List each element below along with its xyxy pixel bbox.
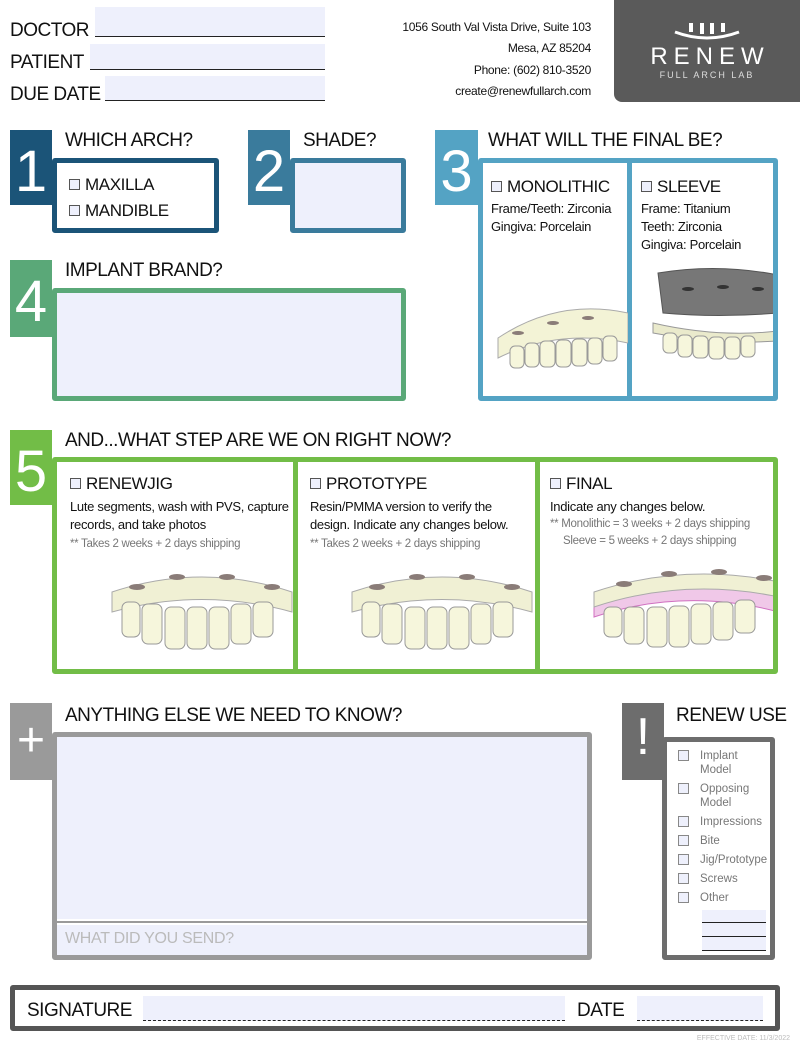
section-number: 3 <box>435 130 478 205</box>
prototype-label: PROTOTYPE <box>326 474 427 493</box>
final-checkbox[interactable]: FINAL <box>550 474 773 494</box>
step-prototype: PROTOTYPE Resin/PMMA version to verify t… <box>310 474 532 553</box>
step-box: RENEWJIG Lute segments, wash with PVS, c… <box>52 457 778 674</box>
due-date-field[interactable] <box>105 76 325 101</box>
patient-field[interactable] <box>90 44 325 70</box>
divider <box>535 462 540 669</box>
exclamation-icon: ! <box>622 703 664 780</box>
section-number: 1 <box>10 130 52 205</box>
step-desc: Indicate any changes below. <box>550 499 706 514</box>
step-note: ** Takes 2 weeks + 2 days shipping <box>310 538 481 550</box>
sleeve-label: SLEEVE <box>657 177 721 196</box>
divider <box>627 163 632 396</box>
prototype-checkbox[interactable]: PROTOTYPE <box>310 474 532 494</box>
sleeve-line: Frame: Titanium <box>641 201 731 216</box>
final-teeth-image <box>593 569 773 648</box>
patient-label: PATIENT <box>10 52 84 73</box>
use-item-label: Bite <box>700 835 720 847</box>
divider <box>57 921 587 923</box>
use-item-label: Other <box>700 892 729 904</box>
renewjig-checkbox[interactable]: RENEWJIG <box>70 474 290 494</box>
notes-box: WHAT DID YOU SEND? <box>52 732 592 960</box>
divider <box>293 462 298 669</box>
step-desc: Lute segments, wash with PVS, capture re… <box>70 499 289 532</box>
section-number: 4 <box>10 260 52 337</box>
implant-arch-icon <box>674 23 740 40</box>
section-title: IMPLANT BRAND? <box>65 260 223 281</box>
renewjig-teeth-image <box>111 574 293 650</box>
email-link[interactable]: create@renewfullarch.com <box>455 84 591 98</box>
shade-field[interactable] <box>290 158 406 233</box>
section-number: 2 <box>248 130 290 205</box>
use-item-label: Opposing Model <box>700 783 750 809</box>
monolithic-line: Gingiva: Porcelain <box>491 219 592 234</box>
maxilla-label: MAXILLA <box>85 175 155 194</box>
use-item-label: Jig/Prototype <box>700 854 768 866</box>
effective-date: EFFECTIVE DATE: 11/3/2022 <box>696 1035 790 1042</box>
use-item-impressions[interactable]: Impressions <box>678 815 770 829</box>
final-label: FINAL <box>566 474 613 493</box>
signature-label: SIGNATURE <box>27 1000 132 1021</box>
sleeve-teeth-image <box>652 267 773 360</box>
date-label: DATE <box>577 1000 625 1021</box>
prototype-teeth-image <box>351 574 533 650</box>
due-date-label: DUE DATE <box>10 84 101 105</box>
sleeve-checkbox[interactable]: SLEEVE <box>641 177 721 197</box>
final-type-box: MONOLITHIC Frame/Teeth: Zirconia Gingiva… <box>478 158 778 401</box>
section-title: AND...WHAT STEP ARE WE ON RIGHT NOW? <box>65 430 451 451</box>
logo: RENEW FULL ARCH LAB <box>614 0 800 102</box>
doctor-field[interactable] <box>95 7 325 37</box>
renewjig-label: RENEWJIG <box>86 474 173 493</box>
section-title: WHICH ARCH? <box>65 130 193 151</box>
use-item-screws[interactable]: Screws <box>678 872 770 886</box>
monolithic-line: Frame/Teeth: Zirconia <box>491 201 612 216</box>
other-field[interactable] <box>702 910 766 923</box>
section-title: WHAT WILL THE FINAL BE? <box>488 130 723 151</box>
use-item-label: Screws <box>700 873 738 885</box>
address-city: Mesa, AZ 85204 <box>507 41 591 55</box>
sleeve-line: Teeth: Zirconia <box>641 219 722 234</box>
section-title: ANYTHING ELSE WE NEED TO KNOW? <box>65 705 402 726</box>
renew-use-box: Implant Model Opposing Model Impressions… <box>662 737 775 960</box>
use-item-other[interactable]: Other <box>678 891 770 905</box>
implant-brand-field[interactable] <box>52 288 406 401</box>
step-desc: Resin/PMMA version to verify the design.… <box>310 499 509 532</box>
section-title: SHADE? <box>303 130 377 151</box>
monolithic-checkbox[interactable]: MONOLITHIC <box>491 177 610 197</box>
step-note: ** Monolithic = 3 weeks + 2 days shippin… <box>550 518 750 530</box>
mandible-checkbox[interactable]: MANDIBLE <box>69 201 169 221</box>
notes-field[interactable] <box>57 737 587 919</box>
step-note: Sleeve = 5 weeks + 2 days shipping <box>563 535 737 547</box>
logo-sub: FULL ARCH LAB <box>659 70 755 80</box>
use-item-label: Impressions <box>700 816 762 828</box>
sleeve-line: Gingiva: Porcelain <box>641 237 742 252</box>
other-field[interactable] <box>702 923 766 937</box>
maxilla-checkbox[interactable]: MAXILLA <box>69 175 154 195</box>
use-item-bite[interactable]: Bite <box>678 834 770 848</box>
phone: Phone: (602) 810-3520 <box>473 63 591 77</box>
section-number: 5 <box>10 430 52 505</box>
section-title: RENEW USE <box>676 705 787 726</box>
mandible-label: MANDIBLE <box>85 201 169 220</box>
step-note: ** Takes 2 weeks + 2 days shipping <box>70 538 241 550</box>
use-item-label: Implant Model <box>700 750 738 776</box>
date-field[interactable] <box>637 996 763 1021</box>
use-item-jig-prototype[interactable]: Jig/Prototype <box>678 853 770 867</box>
signature-field[interactable] <box>143 996 565 1021</box>
other-field[interactable] <box>702 937 766 951</box>
what-sent-field[interactable]: WHAT DID YOU SEND? <box>57 925 587 955</box>
address-line: 1056 South Val Vista Drive, Suite 103 <box>402 20 591 34</box>
step-renewjig: RENEWJIG Lute segments, wash with PVS, c… <box>70 474 290 553</box>
plus-icon: + <box>10 703 52 780</box>
step-final: FINAL Indicate any changes below. ** Mon… <box>550 474 773 550</box>
arch-box: MAXILLA MANDIBLE <box>52 158 219 233</box>
logo-name: RENEW <box>650 43 770 70</box>
use-item-implant-model[interactable]: Implant Model <box>678 749 770 777</box>
use-item-opposing-model[interactable]: Opposing Model <box>678 782 770 810</box>
monolithic-teeth-image <box>497 308 628 369</box>
doctor-label: DOCTOR <box>10 20 89 41</box>
monolithic-label: MONOLITHIC <box>507 177 610 196</box>
signature-box: SIGNATURE DATE <box>10 985 780 1031</box>
